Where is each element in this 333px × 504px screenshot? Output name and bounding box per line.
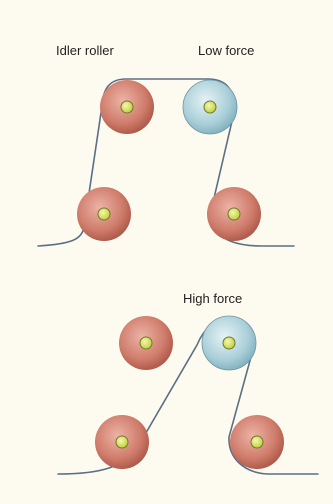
- panel-low-force: [37, 78, 295, 247]
- label-low-force: Low force: [198, 43, 255, 58]
- label-high-force: High force: [183, 291, 243, 306]
- panel-high-force: [57, 315, 319, 475]
- hub: [97, 207, 111, 221]
- hub: [115, 435, 129, 449]
- hub: [227, 207, 241, 221]
- hub: [203, 100, 217, 114]
- hub: [222, 336, 236, 350]
- label-idler-roller: Idler roller: [56, 43, 114, 58]
- hub: [120, 100, 134, 114]
- hub: [139, 336, 153, 350]
- hub: [250, 435, 264, 449]
